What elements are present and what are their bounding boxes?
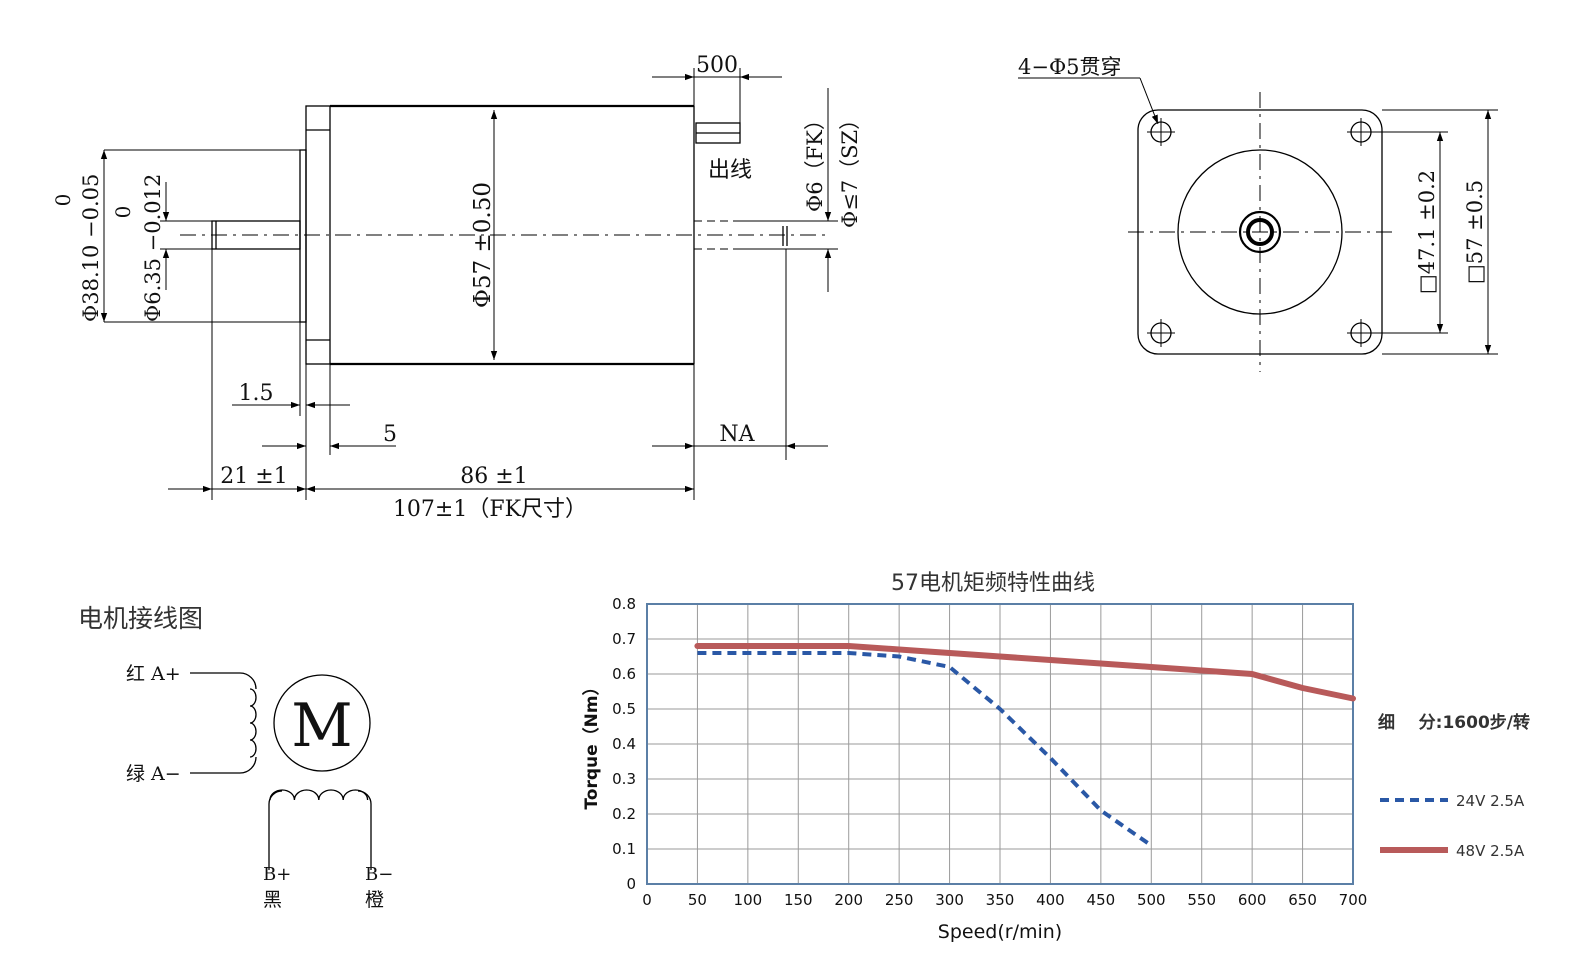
y-tick-label: 0.6 bbox=[612, 665, 636, 683]
front-view: 4−Φ5贯穿 □47.1 ±0.2 □57 ±0.5 bbox=[1018, 55, 1498, 372]
y-tick-label: 0.3 bbox=[612, 770, 636, 788]
x-axis-label: Speed(r/min) bbox=[938, 921, 1062, 943]
chart-ticks: 0 50 100 150 200 250 300 350 400 450 500 550 600 650 7… bbox=[612, 595, 1367, 909]
a-plus-label: 红 A+ bbox=[126, 663, 181, 685]
wiring-title: 电机接线图 bbox=[78, 604, 203, 633]
shaft-tolerance-top: 0 bbox=[111, 206, 135, 219]
motor-symbol-letter: M bbox=[291, 691, 352, 761]
y-tick-label: 0.5 bbox=[612, 700, 636, 718]
hole-spacing-label: □47.1 ±0.2 bbox=[1415, 170, 1439, 294]
flange-boss bbox=[299, 149, 307, 323]
x-tick-label: 400 bbox=[1036, 891, 1065, 909]
lead-length-label: 500 bbox=[696, 53, 738, 78]
x-tick-label: 350 bbox=[986, 891, 1015, 909]
y-axis-label: Torque（Nm） bbox=[581, 678, 602, 809]
coil-a bbox=[249, 688, 257, 758]
rear-shaft-sz-label: Φ≤7（SZ） bbox=[838, 109, 862, 228]
y-tick-label: 0.1 bbox=[612, 840, 636, 858]
x-tick-label: 50 bbox=[688, 891, 707, 909]
holes-label: 4−Φ5贯穿 bbox=[1018, 55, 1122, 79]
x-tick-label: 700 bbox=[1339, 891, 1368, 909]
torque-chart: 57电机矩频特性曲线 0 50 100 150 200 250 300 350 400 450 50… bbox=[581, 571, 1530, 943]
y-tick-label: 0.8 bbox=[612, 595, 636, 613]
chart-legend: 24V 2.5A 48V 2.5A bbox=[1380, 792, 1525, 860]
body-diameter-label: Φ57 ±0.50 bbox=[470, 182, 496, 308]
plot-frame bbox=[646, 603, 1354, 885]
dim-na-label: NA bbox=[719, 422, 755, 447]
x-tick-label: 500 bbox=[1137, 891, 1166, 909]
b-minus-label: B− bbox=[365, 864, 393, 885]
x-tick-label: 650 bbox=[1288, 891, 1317, 909]
coil-b bbox=[269, 789, 369, 801]
x-tick-label: 200 bbox=[834, 891, 863, 909]
b-plus-color-label: 黑 bbox=[263, 889, 282, 911]
b-minus-color-label: 橙 bbox=[365, 889, 384, 911]
a-minus-label: 绿 A− bbox=[126, 763, 181, 785]
dim-86-label: 86 ±1 bbox=[460, 464, 527, 489]
wiring-diagram: 电机接线图 红 A+ 绿 A− M B+ 黑 B− 橙 bbox=[78, 604, 393, 911]
dim-1-5-label: 1.5 bbox=[239, 381, 274, 406]
y-tick-label: 0.7 bbox=[612, 630, 636, 648]
y-tick-label: 0.2 bbox=[612, 805, 636, 823]
shaft-diameter-label: Φ6.35 −0.012 bbox=[141, 174, 165, 322]
x-tick-label: 300 bbox=[935, 891, 964, 909]
chart-grid bbox=[646, 603, 1354, 885]
microstep-note: 细 分:1600步/转 bbox=[1378, 712, 1530, 733]
x-tick-label: 0 bbox=[642, 891, 652, 909]
series-line-1 bbox=[694, 643, 1356, 702]
y-tick-label: 0.4 bbox=[612, 735, 636, 753]
x-tick-label: 550 bbox=[1187, 891, 1216, 909]
x-tick-label: 450 bbox=[1087, 891, 1116, 909]
x-tick-label: 100 bbox=[734, 891, 763, 909]
chart-title: 57电机矩频特性曲线 bbox=[891, 571, 1095, 596]
x-tick-label: 150 bbox=[784, 891, 813, 909]
y-tick-label: 0 bbox=[626, 875, 636, 893]
flange-tolerance-top: 0 bbox=[51, 194, 75, 207]
dim-107-label: 107±1（FK尺寸） bbox=[393, 497, 587, 522]
chart-series bbox=[694, 643, 1356, 848]
legend-label-0: 24V 2.5A bbox=[1456, 792, 1525, 810]
dim-21-label: 21 ±1 bbox=[220, 464, 287, 489]
side-view: Φ57 ±0.50 500 出线 Φ6（FK） Φ≤7（SZ） 0 Φ38.10… bbox=[51, 53, 862, 522]
rear-shaft-fk-label: Φ6（FK） bbox=[803, 109, 827, 212]
flange-diameter-label: Φ38.10 −0.05 bbox=[79, 174, 103, 322]
x-tick-label: 600 bbox=[1238, 891, 1267, 909]
outlet-label: 出线 bbox=[708, 158, 752, 183]
x-tick-label: 250 bbox=[885, 891, 914, 909]
legend-label-1: 48V 2.5A bbox=[1456, 842, 1525, 860]
b-plus-label: B+ bbox=[263, 864, 291, 885]
motor-symbol-circle bbox=[273, 674, 371, 772]
dim-5-label: 5 bbox=[383, 422, 397, 447]
series-line-0 bbox=[697, 651, 1153, 848]
square-size-label: □57 ±0.5 bbox=[1463, 180, 1487, 284]
